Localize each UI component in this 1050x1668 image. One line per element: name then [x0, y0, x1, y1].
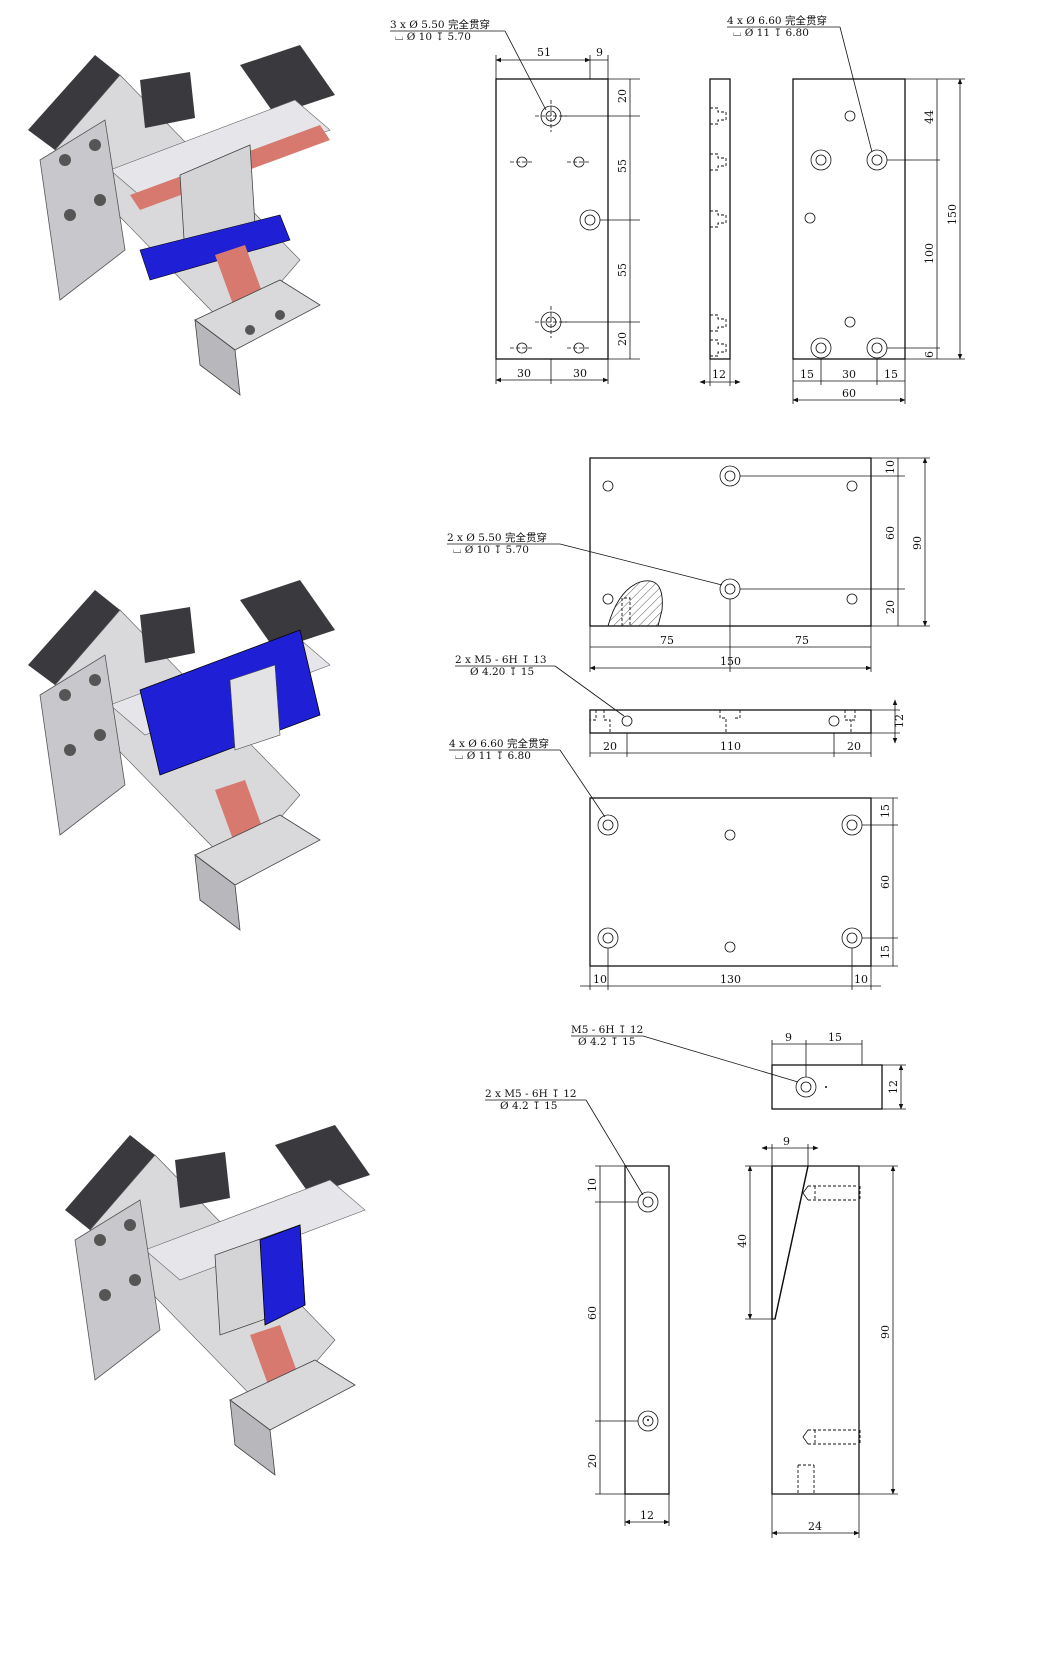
dim-110: 110 — [720, 740, 741, 753]
isometric-view-2 — [28, 580, 335, 931]
dim-55b: 55 — [616, 263, 629, 277]
part1-side-dimensions: 12 — [699, 359, 741, 386]
dim-10b: 10 — [854, 973, 868, 986]
dim-90: 90 — [879, 1325, 892, 1339]
part3-small-note: M5 - 6H ↧ 12 Ø 4.2 ↧ 15 — [571, 1024, 799, 1083]
part3-front-dimensions: 10 60 20 12 — [586, 1165, 670, 1526]
part3-side-view — [771, 1165, 861, 1495]
isometric-view-3 — [65, 1125, 370, 1476]
part3-small-dimensions: 9 15 12 — [771, 1031, 906, 1110]
dim-20b: 20 — [847, 740, 861, 753]
note-line1: M5 - 6H ↧ 12 — [571, 1024, 643, 1036]
part3-side-dimensions: 9 40 90 24 — [736, 1135, 898, 1538]
note-line2: ⌴ Ø 10 ↧ 5.70 — [395, 31, 471, 43]
dim-10: 10 — [884, 460, 897, 474]
dim-6: 6 — [923, 351, 936, 358]
dim-130: 130 — [720, 973, 741, 986]
dim-24: 24 — [808, 1520, 822, 1533]
part2-side-note: 2 x M5 - 6H ↧ 13 Ø 4.20 ↧ 15 — [455, 654, 625, 717]
dim-15a: 15 — [879, 804, 892, 818]
dim-10: 10 — [586, 1178, 599, 1192]
dim-10a: 10 — [593, 973, 607, 986]
note-line1: 3 x Ø 5.50 完全贯穿 — [390, 18, 490, 31]
part2-top-dimensions: 10 60 20 90 75 75 150 — [589, 457, 930, 672]
part2-side-view — [589, 709, 872, 734]
note-line1: 2 x M5 - 6H ↧ 13 — [455, 654, 547, 666]
dim-30: 30 — [842, 368, 856, 381]
dim-20a: 20 — [616, 89, 629, 103]
part2-side-dimensions: 20 110 20 12 — [589, 699, 906, 757]
dim-9: 9 — [783, 1135, 790, 1148]
part1-front-dimensions: 51 9 20 55 55 20 30 30 — [495, 46, 640, 384]
part3-small-view — [771, 1064, 883, 1110]
dim-12: 12 — [712, 368, 726, 381]
dim-60: 60 — [586, 1306, 599, 1320]
dim-9: 9 — [596, 46, 603, 59]
note-line2: ⌴ Ø 11 ↧ 6.80 — [733, 27, 809, 39]
note-line2: ⌴ Ø 10 ↧ 5.70 — [453, 544, 529, 556]
dim-15b: 15 — [884, 368, 898, 381]
dim-12: 12 — [640, 1509, 654, 1522]
dim-150: 150 — [946, 204, 959, 225]
dim-60: 60 — [884, 526, 897, 540]
part1-back-note: 4 x Ø 6.60 完全贯穿 ⌴ Ø 11 ↧ 6.80 — [727, 14, 873, 153]
part2-bottom-dimensions: 15 60 15 10 130 10 — [580, 797, 898, 990]
dim-51: 51 — [537, 46, 551, 59]
part1-back-view — [792, 78, 906, 360]
note-line1: 2 x Ø 5.50 完全贯穿 — [447, 531, 547, 544]
dim-30b: 30 — [573, 367, 587, 380]
dim-150: 150 — [720, 655, 741, 668]
dim-55a: 55 — [616, 159, 629, 173]
dim-60: 60 — [879, 875, 892, 889]
dim-75a: 75 — [660, 634, 674, 647]
part1-side-view — [709, 78, 731, 360]
part2-bottom-note: 4 x Ø 6.60 完全贯穿 ⌴ Ø 11 ↧ 6.80 — [449, 737, 606, 818]
dim-20b: 20 — [616, 332, 629, 346]
part1-front-note: 3 x Ø 5.50 完全贯穿 ⌴ Ø 10 ↧ 5.70 — [390, 18, 547, 111]
note-line1: 4 x Ø 6.60 完全贯穿 — [727, 14, 827, 27]
isometric-view-1 — [28, 45, 335, 396]
part3-front-note: 2 x M5 - 6H ↧ 12 Ø 4.2 ↧ 15 — [485, 1088, 644, 1196]
dim-20a: 20 — [603, 740, 617, 753]
part1-back-dimensions: 44 100 6 150 15 30 15 60 — [792, 78, 965, 404]
note-line1: 2 x M5 - 6H ↧ 12 — [485, 1088, 577, 1100]
part1-front-view — [495, 78, 609, 360]
dim-44: 44 — [923, 110, 936, 124]
dim-15: 15 — [828, 1031, 842, 1044]
dim-15a: 15 — [800, 368, 814, 381]
dim-12: 12 — [887, 1080, 900, 1094]
part2-bottom-view — [589, 797, 872, 967]
dim-75b: 75 — [795, 634, 809, 647]
note-line2: ⌴ Ø 11 ↧ 6.80 — [455, 750, 531, 762]
note-line2: Ø 4.2 ↧ 15 — [500, 1100, 557, 1112]
part2-top-note: 2 x Ø 5.50 完全贯穿 ⌴ Ø 10 ↧ 5.70 — [447, 531, 723, 586]
dim-40: 40 — [736, 1234, 749, 1248]
dim-15b: 15 — [879, 945, 892, 959]
note-line2: Ø 4.2 ↧ 15 — [578, 1036, 635, 1048]
note-line1: 4 x Ø 6.60 完全贯穿 — [449, 737, 549, 750]
dim-9: 9 — [785, 1031, 792, 1044]
dim-100: 100 — [923, 243, 936, 264]
dim-20: 20 — [884, 600, 897, 614]
dim-60: 60 — [842, 387, 856, 400]
dim-90: 90 — [911, 536, 924, 550]
part2-top-view — [589, 457, 872, 627]
dim-20: 20 — [586, 1454, 599, 1468]
dim-12: 12 — [893, 714, 906, 728]
note-line2: Ø 4.20 ↧ 15 — [470, 666, 534, 678]
dim-30a: 30 — [517, 367, 531, 380]
part3-front-view — [624, 1165, 670, 1495]
